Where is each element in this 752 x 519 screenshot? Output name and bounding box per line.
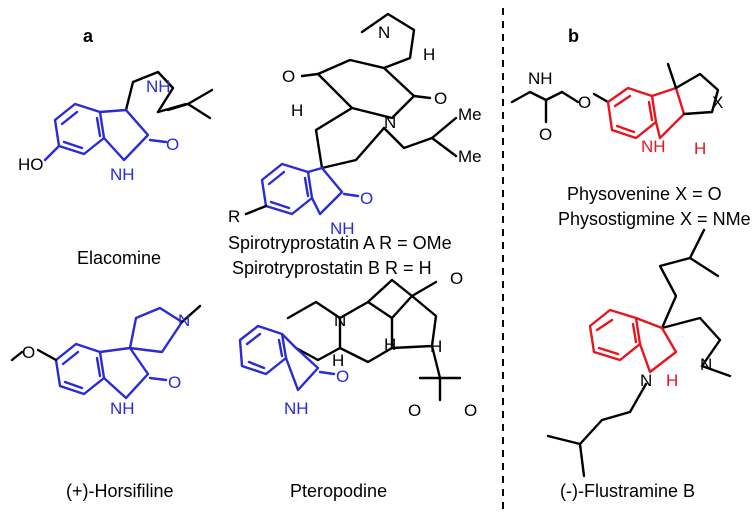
horsifiline-structure: O N O NH xyxy=(10,304,202,418)
nh-label: NH xyxy=(641,137,666,156)
spirotryprostatin-a-label: Spirotryprostatin A R = OMe xyxy=(228,233,452,253)
h-label: H xyxy=(666,371,678,390)
horsifiline-label: (+)-Horsifiline xyxy=(66,481,174,501)
h-label: H xyxy=(694,139,706,158)
nh-label: NH xyxy=(528,69,553,88)
n-label: N xyxy=(178,311,190,330)
o-label: O xyxy=(450,269,463,288)
physovenine-structure: NH O O X NH H xyxy=(510,62,723,158)
oxo-label: O xyxy=(336,367,349,386)
h-label: H xyxy=(384,335,396,354)
elacomine-structure: HO NH O NH xyxy=(18,70,214,184)
n-label: N xyxy=(700,355,712,374)
nh-label: NH xyxy=(110,165,135,184)
spirotryprostatin-b-label: Spirotryprostatin B R = H xyxy=(232,258,432,278)
x-label: X xyxy=(712,93,723,112)
r-label: R xyxy=(228,207,240,226)
me-label: Me xyxy=(458,147,482,166)
physostigmine-label: Physostigmine X = NMe xyxy=(558,209,751,229)
n-label: N xyxy=(640,371,652,390)
n-label: N xyxy=(334,311,346,330)
pteropodine-label: Pteropodine xyxy=(290,481,388,501)
flustramine-structure: N N H xyxy=(546,228,732,478)
o-label: O xyxy=(408,401,421,420)
nh-label: NH xyxy=(110,399,135,418)
nh-label: NH xyxy=(330,219,355,238)
n-label: N xyxy=(384,113,396,132)
pteropodine-structure: N H H H O O O O NH xyxy=(238,269,477,420)
me-label: Me xyxy=(458,105,482,124)
o-label: O xyxy=(22,343,35,362)
panel-label-b: b xyxy=(568,26,579,46)
o-label: O xyxy=(464,401,477,420)
elacomine-label: Elacomine xyxy=(77,248,162,268)
nh-label: NH xyxy=(284,399,309,418)
o-label: O xyxy=(539,125,552,144)
o-label: O xyxy=(578,93,591,112)
oxo-label: O xyxy=(434,89,447,108)
oxo-label: O xyxy=(166,135,179,154)
h-label: H xyxy=(423,45,435,64)
n-label: N xyxy=(378,23,390,42)
physovenine-label: Physovenine X = O xyxy=(567,184,722,204)
h-label: H xyxy=(430,337,442,356)
nh-label: NH xyxy=(146,77,171,96)
h-label: H xyxy=(291,101,303,120)
h-label: H xyxy=(332,351,344,370)
oxo-label: O xyxy=(360,189,373,208)
oxo-label: O xyxy=(168,373,181,392)
panel-label-a: a xyxy=(83,26,94,46)
oxo-label: O xyxy=(282,67,295,86)
flustramine-label: (-)-Flustramine B xyxy=(560,481,696,501)
spirotryprostatin-structure: N H O O H N Me Me O NH R xyxy=(228,12,482,238)
ho-label: HO xyxy=(18,155,44,174)
